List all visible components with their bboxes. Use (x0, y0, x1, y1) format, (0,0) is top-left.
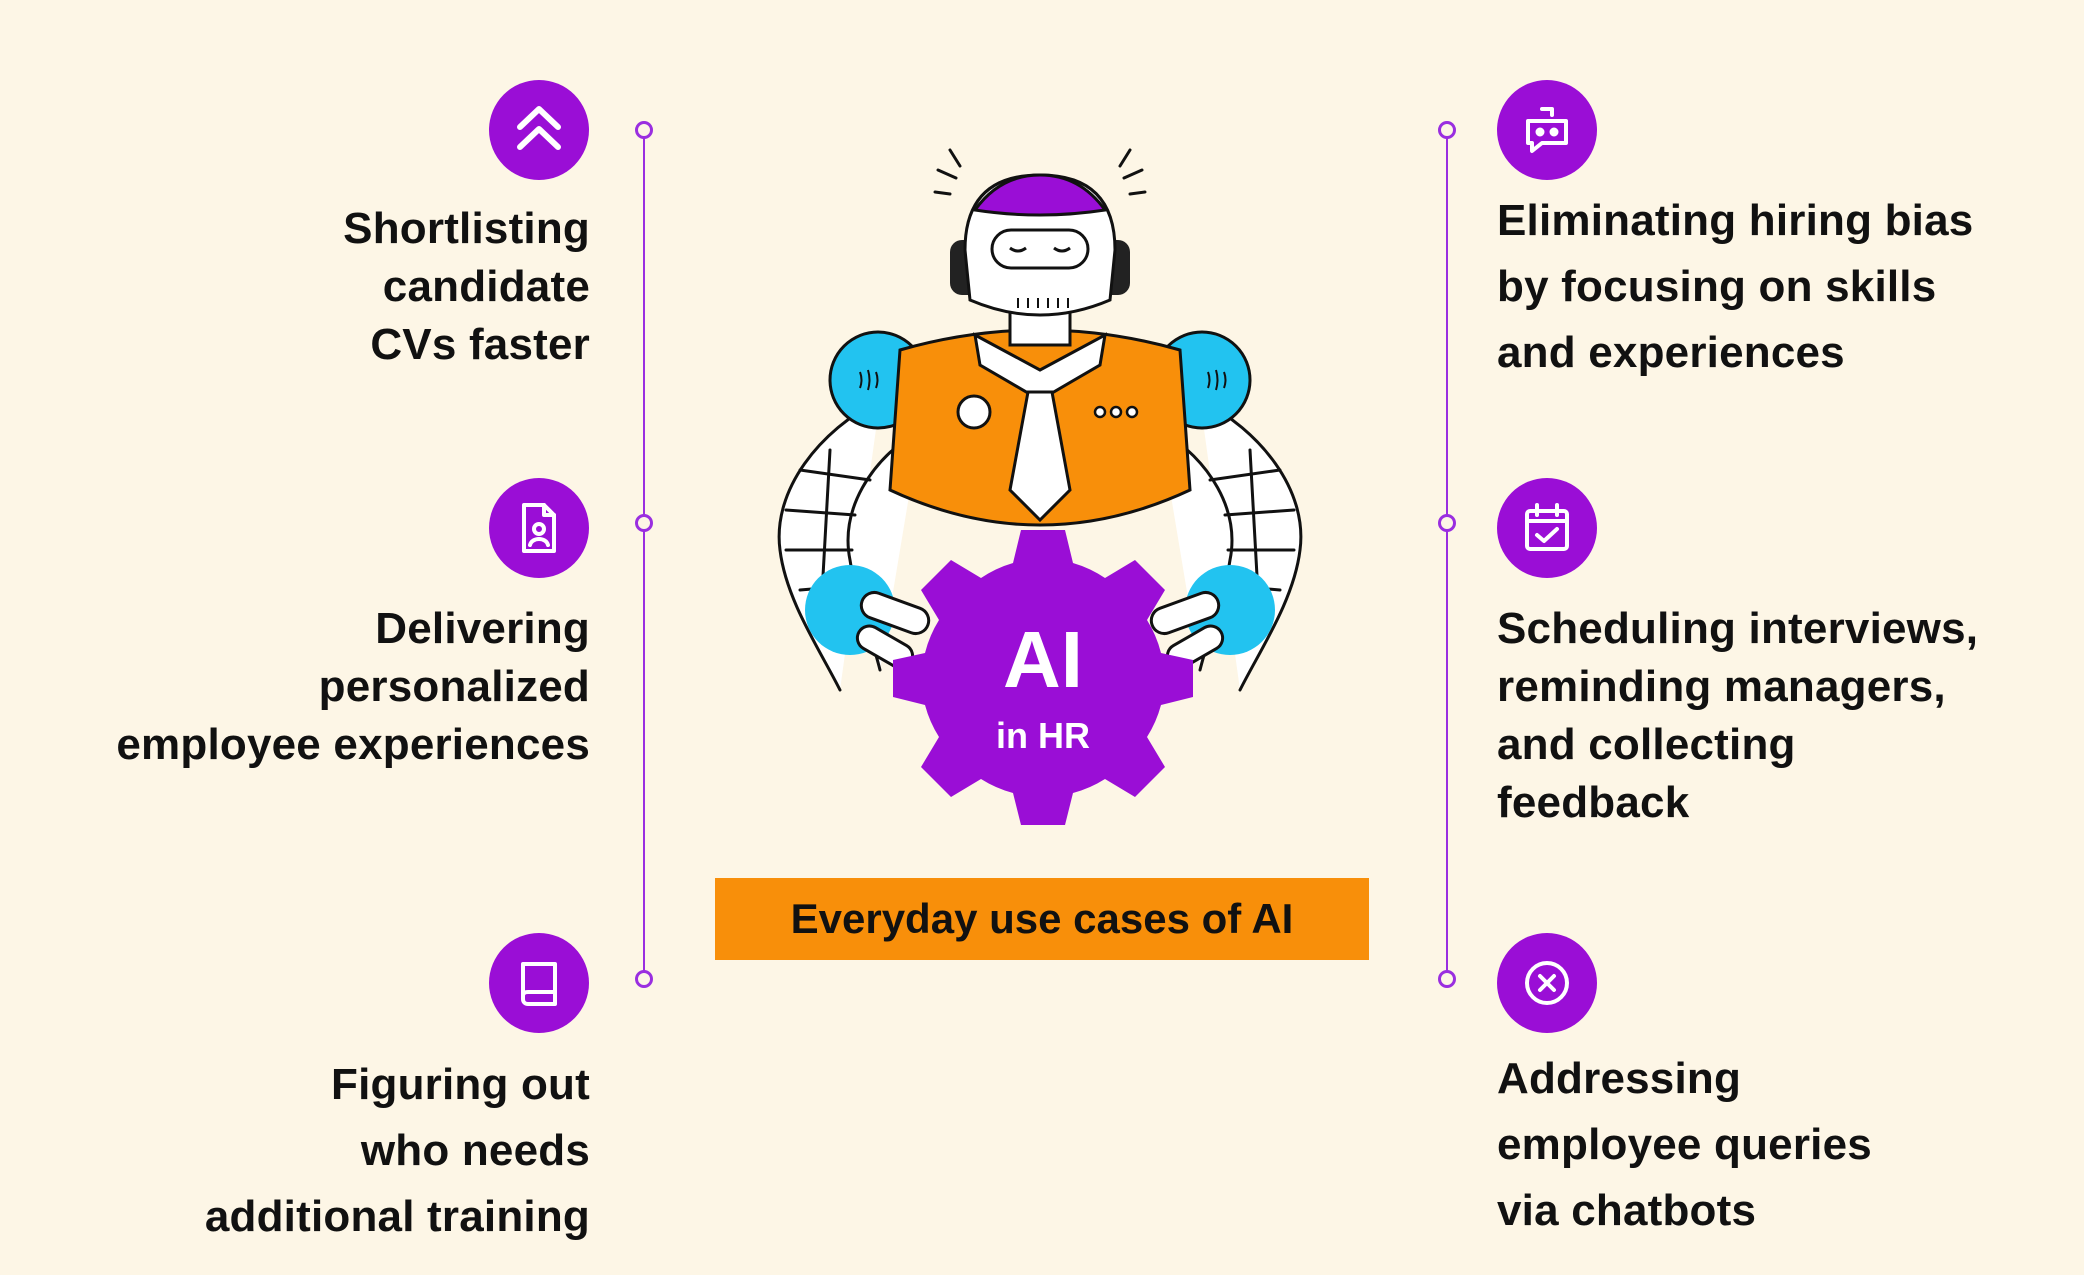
right-item-1-label: Eliminating hiring bias by focusing on s… (1497, 196, 1974, 377)
gear-title: AI (1003, 615, 1083, 704)
left-item-2-label: Delivering personalized employee experie… (116, 604, 590, 770)
book-icon (489, 933, 589, 1033)
right-timeline (1446, 130, 1448, 980)
person-document-icon (489, 478, 589, 578)
gear-icon (893, 530, 1193, 825)
left-item-3-label: Figuring out who needs additional traini… (204, 1060, 590, 1241)
left-timeline (643, 130, 645, 980)
right-timeline-node-2 (1438, 514, 1456, 532)
right-item-2-label: Scheduling interviews, reminding manager… (1497, 604, 1979, 828)
banner-text: Everyday use cases of AI (790, 895, 1294, 942)
right-item-3-label: Addressing employee queries via chatbots (1497, 1054, 1872, 1235)
chatbot-icon (1497, 80, 1597, 180)
left-item-1-label: Shortlisting candidate CVs faster (343, 204, 590, 370)
left-timeline-node-3 (635, 970, 653, 988)
left-timeline-node-2 (635, 514, 653, 532)
double-chevron-up-icon (489, 80, 589, 180)
gear-subtitle: in HR (996, 715, 1090, 756)
banner: Everyday use cases of AI (715, 878, 1369, 960)
circle-x-icon (1497, 933, 1597, 1033)
right-timeline-node-3 (1438, 970, 1456, 988)
right-timeline-node-1 (1438, 121, 1456, 139)
calendar-check-icon (1497, 478, 1597, 578)
left-timeline-node-1 (635, 121, 653, 139)
robot-illustration (777, 148, 1303, 825)
